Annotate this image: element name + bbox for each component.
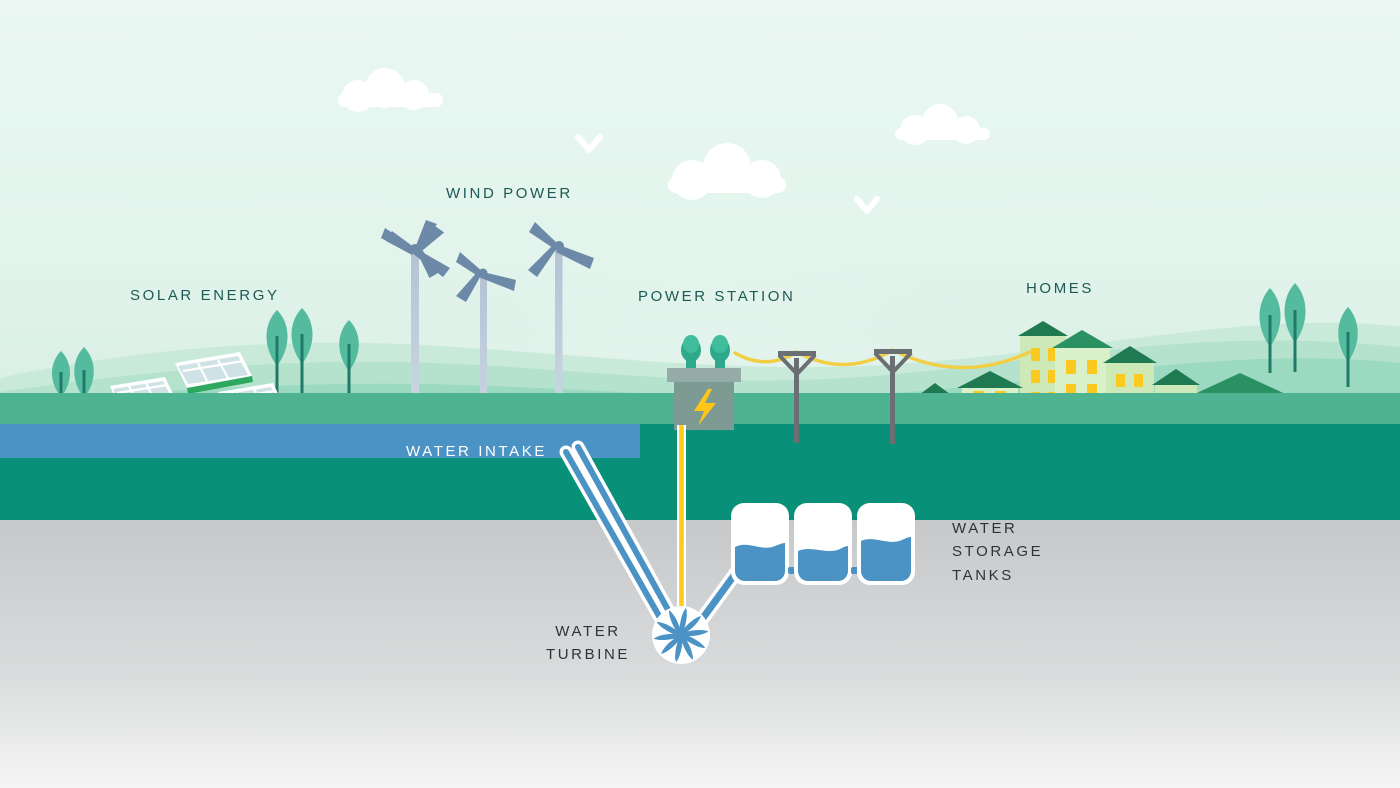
label-power-station: POWER STATION xyxy=(638,288,796,305)
label-water-intake: WATER INTAKE xyxy=(406,443,547,460)
station-insulator xyxy=(681,335,701,370)
tank-water-level xyxy=(735,543,785,581)
label-water-storage-tanks: WATER STORAGE TANKS xyxy=(952,520,1044,584)
cloud-group xyxy=(338,68,990,200)
turbine-outlet-pipe xyxy=(693,563,745,629)
wind-turbine-group xyxy=(381,220,594,440)
tree xyxy=(1338,307,1358,387)
label-water-turbine: WATER TURBINE xyxy=(545,623,631,664)
building-roof xyxy=(1052,330,1113,348)
wind-turbine xyxy=(528,222,594,425)
cloud-left xyxy=(338,68,443,112)
power-line-group xyxy=(733,348,1032,444)
tree-group-mid xyxy=(266,308,359,400)
tank-water-level xyxy=(798,546,848,581)
wind-turbine xyxy=(456,252,516,440)
tree xyxy=(1284,283,1306,372)
water-storage-tanks xyxy=(731,503,915,585)
storage-tank xyxy=(794,503,852,585)
label-solar-energy: SOLAR ENERGY xyxy=(130,287,280,304)
tree xyxy=(266,310,288,396)
storage-tank xyxy=(857,503,915,585)
power-line-cable-2 xyxy=(795,348,895,367)
electricity-cable xyxy=(677,425,686,625)
label-wind-power: WIND POWER xyxy=(446,185,573,202)
ground-teal-final xyxy=(0,458,712,520)
power-pole xyxy=(777,351,817,443)
station-roof xyxy=(667,368,741,382)
water-final xyxy=(0,423,612,458)
water-intake-pipe xyxy=(559,440,679,630)
power-station xyxy=(667,335,741,430)
lightning-bolt-icon xyxy=(694,389,716,426)
solar-panel xyxy=(175,352,253,394)
cloud-center xyxy=(668,143,786,200)
bird-icon-2 xyxy=(854,196,880,214)
water-final-right xyxy=(568,423,640,458)
power-pole xyxy=(873,349,913,444)
building-roof xyxy=(1186,373,1294,398)
tree xyxy=(339,320,359,400)
ground-teal-right-final xyxy=(568,423,1400,520)
building-roof xyxy=(957,371,1023,388)
tank-water-level xyxy=(861,537,911,581)
cloud-right xyxy=(895,104,990,145)
water-turbine xyxy=(652,606,710,664)
label-homes: HOMES xyxy=(1026,280,1095,297)
storage-tank xyxy=(731,503,789,585)
tree xyxy=(291,308,313,394)
tree xyxy=(1259,288,1281,373)
wind-turbine xyxy=(381,220,450,423)
building-roof xyxy=(1103,346,1157,363)
bird-icon-1 xyxy=(575,134,603,153)
bird-group xyxy=(575,134,880,214)
station-insulator xyxy=(710,335,730,370)
building-roof xyxy=(1018,321,1068,336)
tree-group-right xyxy=(1259,283,1358,387)
turbine-hub xyxy=(678,632,684,638)
building-roof xyxy=(1152,369,1200,385)
turbine-blades xyxy=(653,607,709,663)
